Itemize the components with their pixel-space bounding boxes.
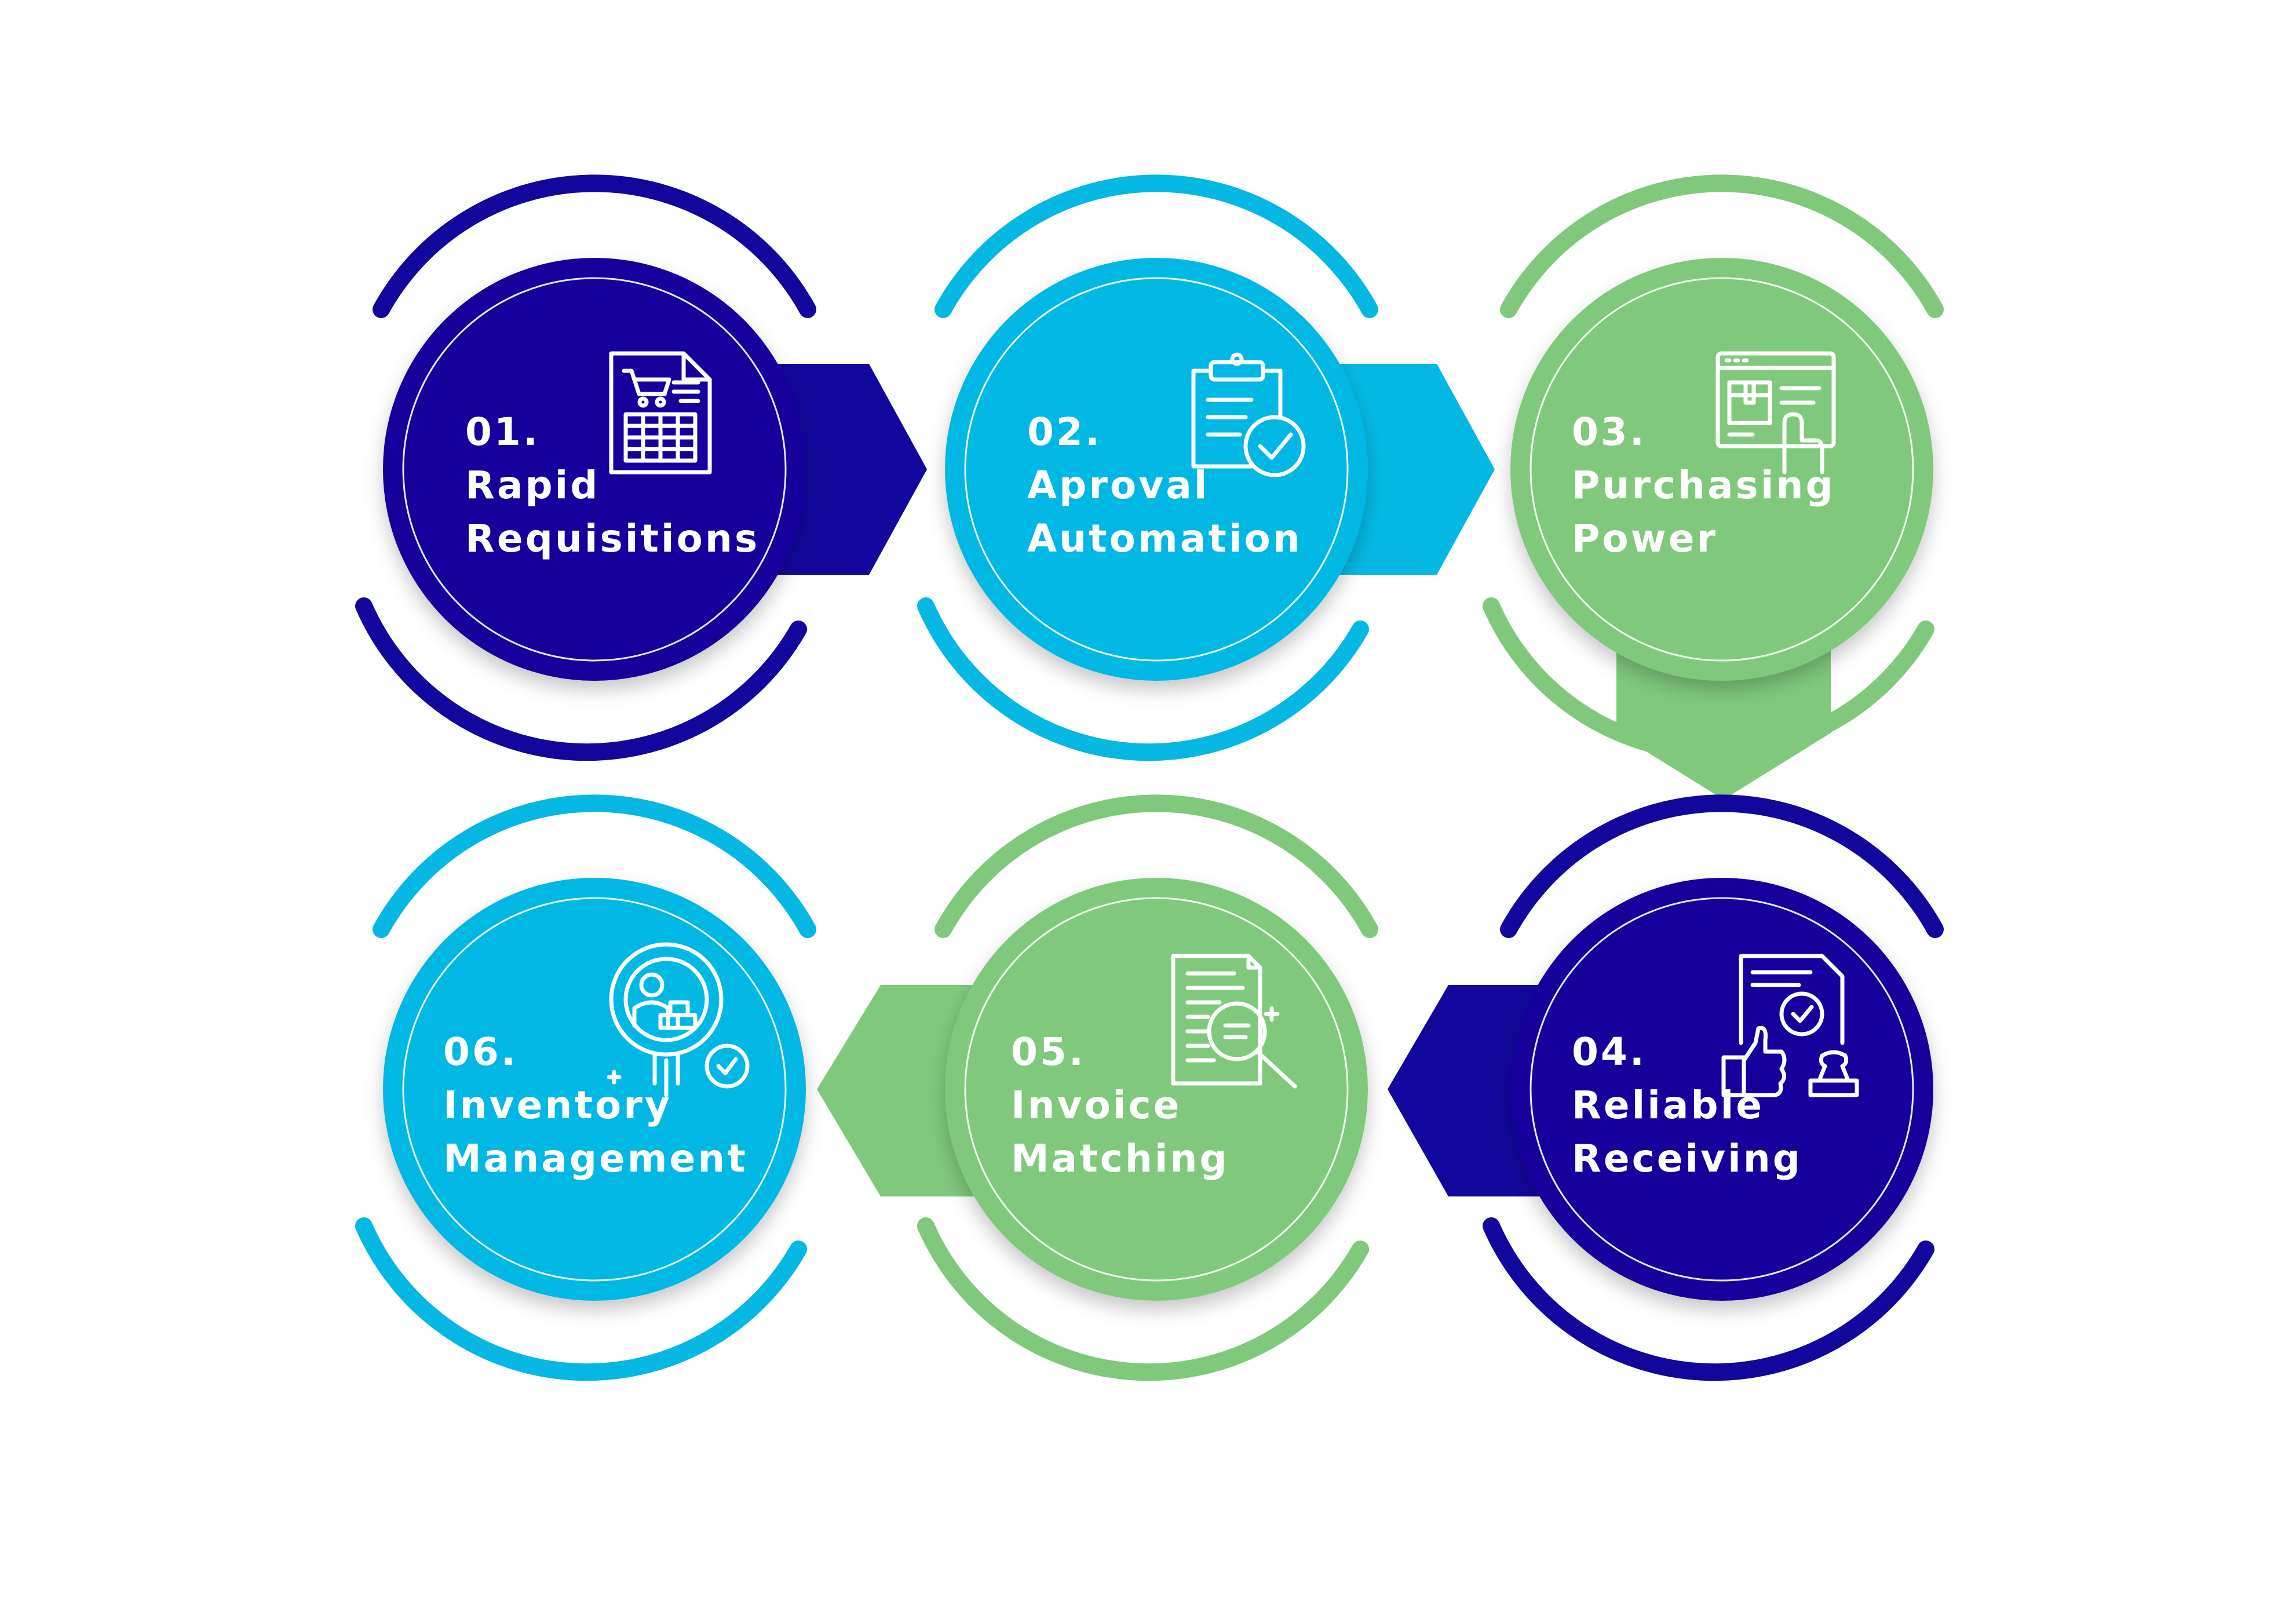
purchase-requisition-icon (609, 351, 712, 475)
step-6-label: 06. Inventory Management (443, 1026, 748, 1185)
connector-arrow-4-5 (1388, 985, 1553, 1196)
approved-receiving-icon (1721, 954, 1859, 1097)
step-3-top-arc (1500, 174, 1944, 318)
step-1-inner-ring (402, 277, 787, 662)
step-4-label: 04. Reliable Receiving (1572, 1026, 1802, 1185)
step-1-title-line-1: Rapid (465, 463, 600, 508)
approval-clipboard-icon (1191, 352, 1306, 477)
step-4-title-line-1: Reliable (1572, 1083, 1764, 1128)
step-1-number: 01. (465, 410, 540, 454)
step-3-node (1483, 174, 1944, 761)
step-3-inner-ring (1530, 277, 1914, 662)
connector-arrow-1-2 (765, 364, 927, 575)
step-2-number: 02. (1027, 410, 1102, 454)
step-5-title-line-2: Matching (1011, 1136, 1229, 1181)
step-2-label: 02. Aproval Automation (1027, 406, 1302, 565)
step-6-number: 06. (443, 1030, 518, 1074)
step-4-node (1483, 794, 1944, 1381)
step-3-bottom-arc (1483, 597, 1934, 761)
step-5-label: 05. Invoice Matching (1011, 1026, 1229, 1185)
step-4-top-arc (1500, 794, 1944, 938)
step-5-number: 05. (1011, 1030, 1086, 1074)
step-2-bottom-arc (917, 597, 1369, 761)
step-2-node (917, 174, 1378, 761)
step-6-top-arc (373, 794, 816, 938)
step-1-circle (383, 258, 806, 681)
step-6-bottom-arc (355, 1217, 807, 1381)
step-2-title-line-2: Automation (1027, 516, 1302, 561)
connector-arrow-2-3 (1333, 364, 1495, 575)
step-3-circle (1510, 258, 1933, 681)
step-4-title-line-2: Receiving (1572, 1136, 1802, 1181)
step-2-inner-ring (964, 277, 1349, 662)
step-3-number: 03. (1572, 410, 1647, 454)
step-3-label: 03. Purchasing Power (1572, 406, 1835, 565)
step-2-top-arc (935, 174, 1378, 318)
step-6-node (355, 794, 816, 1381)
online-purchase-icon (1715, 351, 1836, 475)
step-5-title-line-1: Invoice (1011, 1083, 1182, 1128)
step-4-bottom-arc (1483, 1217, 1934, 1381)
step-1-title-line-2: Requisitions (465, 516, 760, 561)
step-6-title-line-1: Inventory (443, 1083, 672, 1128)
step-5-node (917, 794, 1378, 1381)
step-5-top-arc (935, 794, 1378, 938)
step-5-bottom-arc (917, 1217, 1369, 1381)
step-1-node (355, 174, 816, 761)
step-6-title-line-2: Management (443, 1136, 748, 1181)
inventory-search-icon (607, 942, 750, 1097)
step-4-number: 04. (1572, 1030, 1647, 1074)
step-1-bottom-arc (355, 597, 807, 761)
invoice-search-icon (1171, 954, 1297, 1089)
step-6-circle (383, 878, 806, 1301)
step-3-title-line-1: Purchasing (1572, 463, 1835, 508)
connector-arrow-5-6 (817, 985, 985, 1196)
step-1-label: 01. Rapid Requisitions (465, 406, 760, 565)
step-2-title-line-1: Aproval (1027, 463, 1210, 508)
step-1-top-arc (373, 174, 816, 318)
step-6-inner-ring (402, 897, 787, 1282)
step-5-inner-ring (964, 897, 1349, 1282)
step-4-inner-ring (1530, 897, 1914, 1282)
step-3-title-line-2: Power (1572, 516, 1718, 561)
